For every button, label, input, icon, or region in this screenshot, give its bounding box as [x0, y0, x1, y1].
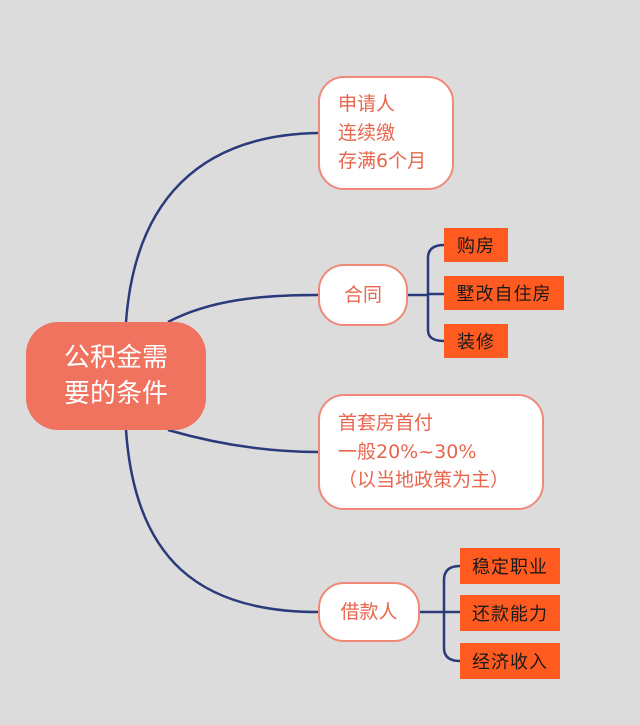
branch-applicant-node: 申请人 连续缴 存满6个月 — [318, 76, 454, 190]
branch-contract-label: 合同 — [343, 283, 382, 306]
connector-b4-leaves — [420, 564, 461, 663]
connector-b2-leaves — [408, 243, 445, 343]
branch-borrower-node: 借款人 — [318, 582, 420, 642]
leaf-stable-job: 稳定职业 — [460, 548, 560, 584]
branch-down-payment-node: 首套房首付 一般20%~30% （以当地政策为主） — [318, 394, 544, 510]
branch-down-payment-label: 首套房首付 一般20%~30% （以当地政策为主） — [338, 412, 510, 492]
leaf-buy-house: 购房 — [444, 228, 508, 262]
leaf-self-renovation: 墅改自住房 — [444, 276, 564, 310]
connector-root-b1 — [124, 131, 319, 323]
root-node: 公积金需 要的条件 — [26, 322, 206, 430]
connector-root-b3 — [167, 428, 319, 454]
branch-applicant-label: 申请人 连续缴 存满6个月 — [338, 93, 427, 173]
leaf-decoration: 装修 — [444, 324, 508, 358]
branch-borrower-label: 借款人 — [340, 600, 398, 623]
connector-root-b2 — [167, 293, 319, 324]
branch-contract-node: 合同 — [318, 264, 408, 326]
leaf-income: 经济收入 — [460, 643, 560, 679]
connector-root-b4 — [124, 429, 319, 614]
leaf-repayment-ability: 还款能力 — [460, 595, 560, 631]
